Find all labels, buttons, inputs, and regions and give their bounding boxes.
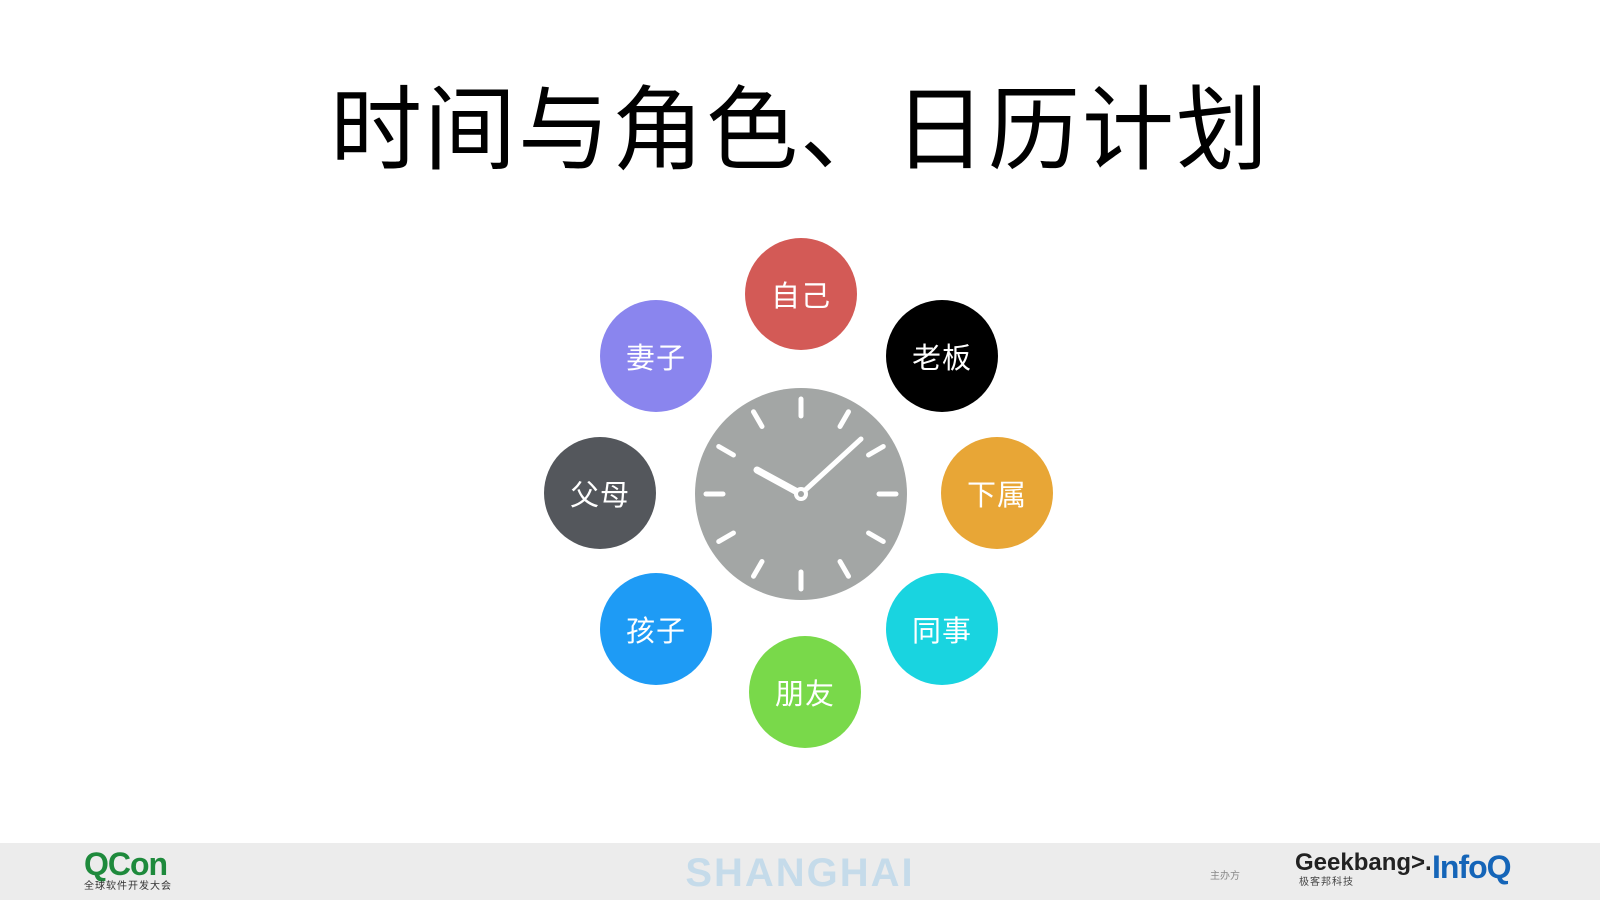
clock-tick <box>866 530 886 544</box>
footer-bar: QCon 全球软件开发大会 SHANGHAI 主办方 Geekbang>. 极客… <box>0 843 1600 900</box>
clock-ticks <box>703 396 899 592</box>
role-self: 自己 <box>745 238 857 350</box>
city-label: SHANGHAI <box>685 851 915 895</box>
clock-tick <box>751 409 765 429</box>
role-wife: 妻子 <box>600 300 712 412</box>
slide-title: 时间与角色、日历计划 <box>329 77 1270 184</box>
qcon-logo: QCon 全球软件开发大会 <box>84 847 172 893</box>
role-colleague-label: 同事 <box>911 614 972 648</box>
role-subordinate: 下属 <box>941 437 1053 549</box>
role-subordinate-label: 下属 <box>966 478 1027 512</box>
role-parents-label: 父母 <box>569 478 630 512</box>
role-boss: 老板 <box>886 300 998 412</box>
clock-tick <box>716 530 736 544</box>
clock-minute-hand <box>798 436 864 497</box>
role-friend: 朋友 <box>749 636 861 748</box>
geekbang-logo-text: Geekbang>. <box>1295 849 1432 876</box>
roles-diagram: 自己 老板 下属 同事 朋友 孩子 父母 妻子 <box>544 238 1053 748</box>
geekbang-logo: Geekbang>. 极客邦科技 <box>1295 849 1432 888</box>
clock-tick <box>837 409 851 429</box>
clock-tick <box>837 559 851 579</box>
role-self-label: 自己 <box>770 279 831 313</box>
role-boss-label: 老板 <box>911 341 972 375</box>
clock-tick <box>716 444 736 458</box>
qcon-subtitle: 全球软件开发大会 <box>84 881 172 892</box>
role-parents: 父母 <box>544 437 656 549</box>
clock-center-dot <box>798 491 804 497</box>
role-friend-label: 朋友 <box>774 677 835 711</box>
geekbang-subtitle: 极客邦科技 <box>1299 877 1354 888</box>
role-child-label: 孩子 <box>625 614 686 648</box>
role-colleague: 同事 <box>886 573 998 685</box>
role-wife-label: 妻子 <box>625 341 686 375</box>
clock-icon <box>695 388 907 600</box>
clock-tick <box>751 559 765 579</box>
role-child: 孩子 <box>600 573 712 685</box>
qcon-logo-text: QCon <box>84 846 168 882</box>
organizer-label: 主办方 <box>1210 871 1240 882</box>
infoq-logo: InfoQ <box>1432 849 1512 885</box>
clock-hour-hand <box>753 466 805 498</box>
clock-tick <box>866 444 886 458</box>
